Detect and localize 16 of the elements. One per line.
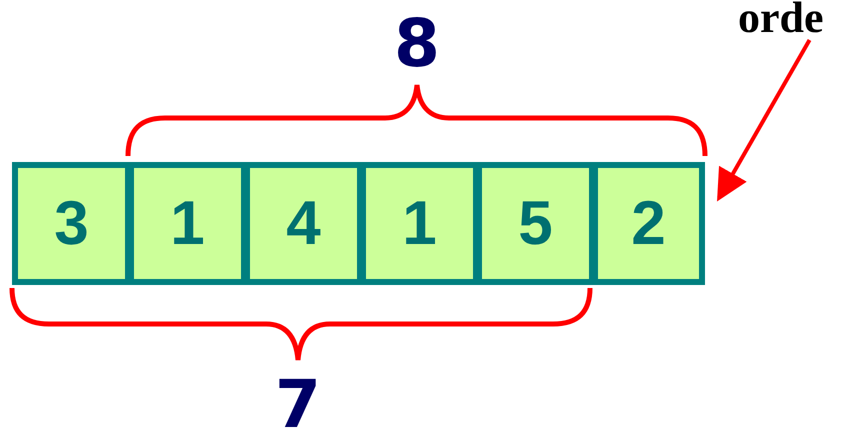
arrow	[717, 39, 812, 202]
array-cell	[476, 162, 595, 285]
array-cell	[128, 162, 247, 285]
array-cell	[244, 162, 363, 285]
count-label: 8	[394, 11, 440, 77]
cell-value: 1	[170, 192, 205, 254]
count-label: 7	[275, 372, 321, 437]
cell-value: 5	[518, 192, 553, 254]
array-cell	[592, 162, 705, 285]
cell-value: 3	[54, 192, 89, 254]
cell-value: 2	[631, 192, 666, 254]
array-cell	[12, 162, 131, 285]
cell-value: 1	[402, 192, 437, 254]
array-cell	[360, 162, 479, 285]
annotation-text: orde	[738, 0, 824, 40]
cell-value: 4	[286, 192, 321, 254]
